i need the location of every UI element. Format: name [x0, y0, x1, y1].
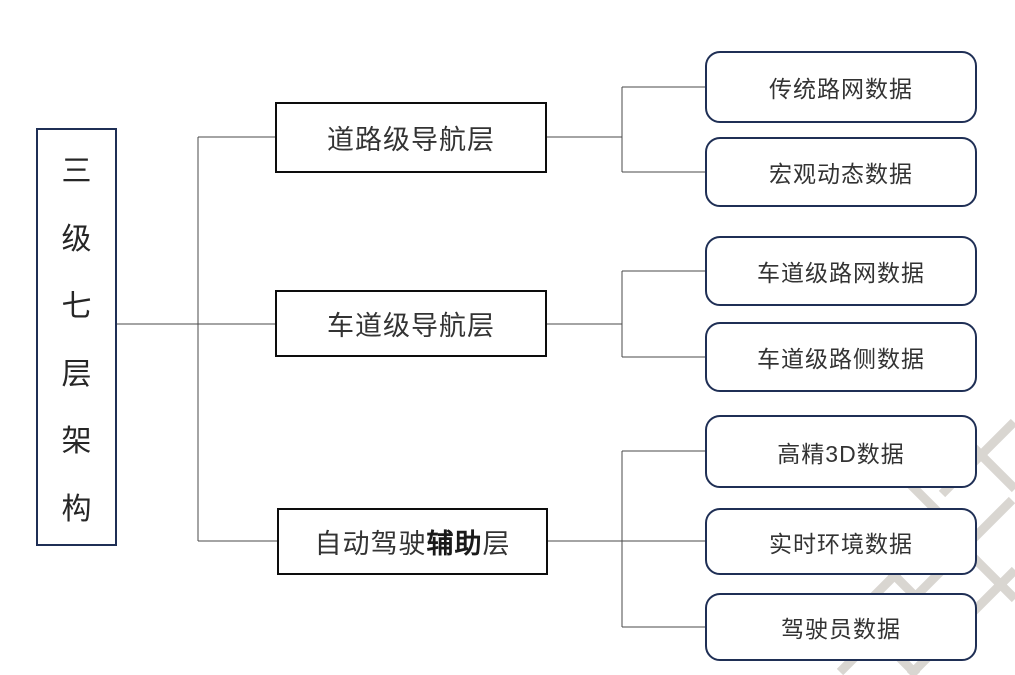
- branch-node-autonomous-driving-assist: 自动驾驶辅助层: [277, 508, 548, 575]
- leaf-label: 宏观动态数据: [769, 161, 913, 187]
- leaf-node-realtime-environment-data: 实时环境数据: [705, 508, 977, 575]
- leaf-label: 高精3D数据: [777, 440, 905, 467]
- root-label-char: 构: [61, 492, 92, 526]
- root-label-char: 架: [61, 425, 92, 459]
- connector-branch3-to-leaves: [548, 450, 705, 628]
- branch-label-part: 层: [482, 529, 511, 559]
- root-node-architecture: 三 级 七 层 架 构: [36, 128, 117, 546]
- root-label-char: 七: [61, 290, 92, 324]
- leaf-node-driver-data: 驾驶员数据: [705, 593, 977, 661]
- branch-node-lane-level-nav: 车道级导航层: [275, 290, 547, 357]
- branch-node-road-level-nav: 道路级导航层: [275, 102, 547, 173]
- leaf-label: 车道级路网数据: [757, 260, 925, 286]
- leaf-node-hd-3d-data: 高精3D数据: [705, 415, 977, 488]
- branch-label: 道路级导航层: [327, 125, 495, 155]
- connector-branch1-to-leaves: [547, 86, 705, 173]
- leaf-label: 车道级路侧数据: [757, 346, 925, 372]
- leaf-label: 传统路网数据: [769, 76, 913, 102]
- leaf-node-macro-dynamic-data: 宏观动态数据: [705, 137, 977, 207]
- root-label-char: 三: [61, 155, 92, 188]
- leaf-label: 驾驶员数据: [781, 616, 901, 642]
- leaf-node-lane-level-roadside-data: 车道级路侧数据: [705, 322, 977, 392]
- branch-label: 车道级导航层: [327, 311, 495, 341]
- root-label-char: 级: [61, 222, 92, 256]
- root-label-char: 层: [61, 357, 92, 391]
- connector-root-to-branches: [116, 136, 277, 542]
- leaf-node-lane-level-road-network-data: 车道级路网数据: [705, 236, 977, 306]
- leaf-label: 实时环境数据: [769, 530, 913, 557]
- connector-branch2-to-leaves: [547, 270, 705, 358]
- branch-label: 自动驾驶辅助层: [315, 522, 511, 561]
- branch-label-part-bold: 辅助: [426, 529, 483, 559]
- leaf-node-traditional-road-network-data: 传统路网数据: [705, 51, 977, 123]
- branch-label-part: 自动驾驶: [314, 529, 427, 559]
